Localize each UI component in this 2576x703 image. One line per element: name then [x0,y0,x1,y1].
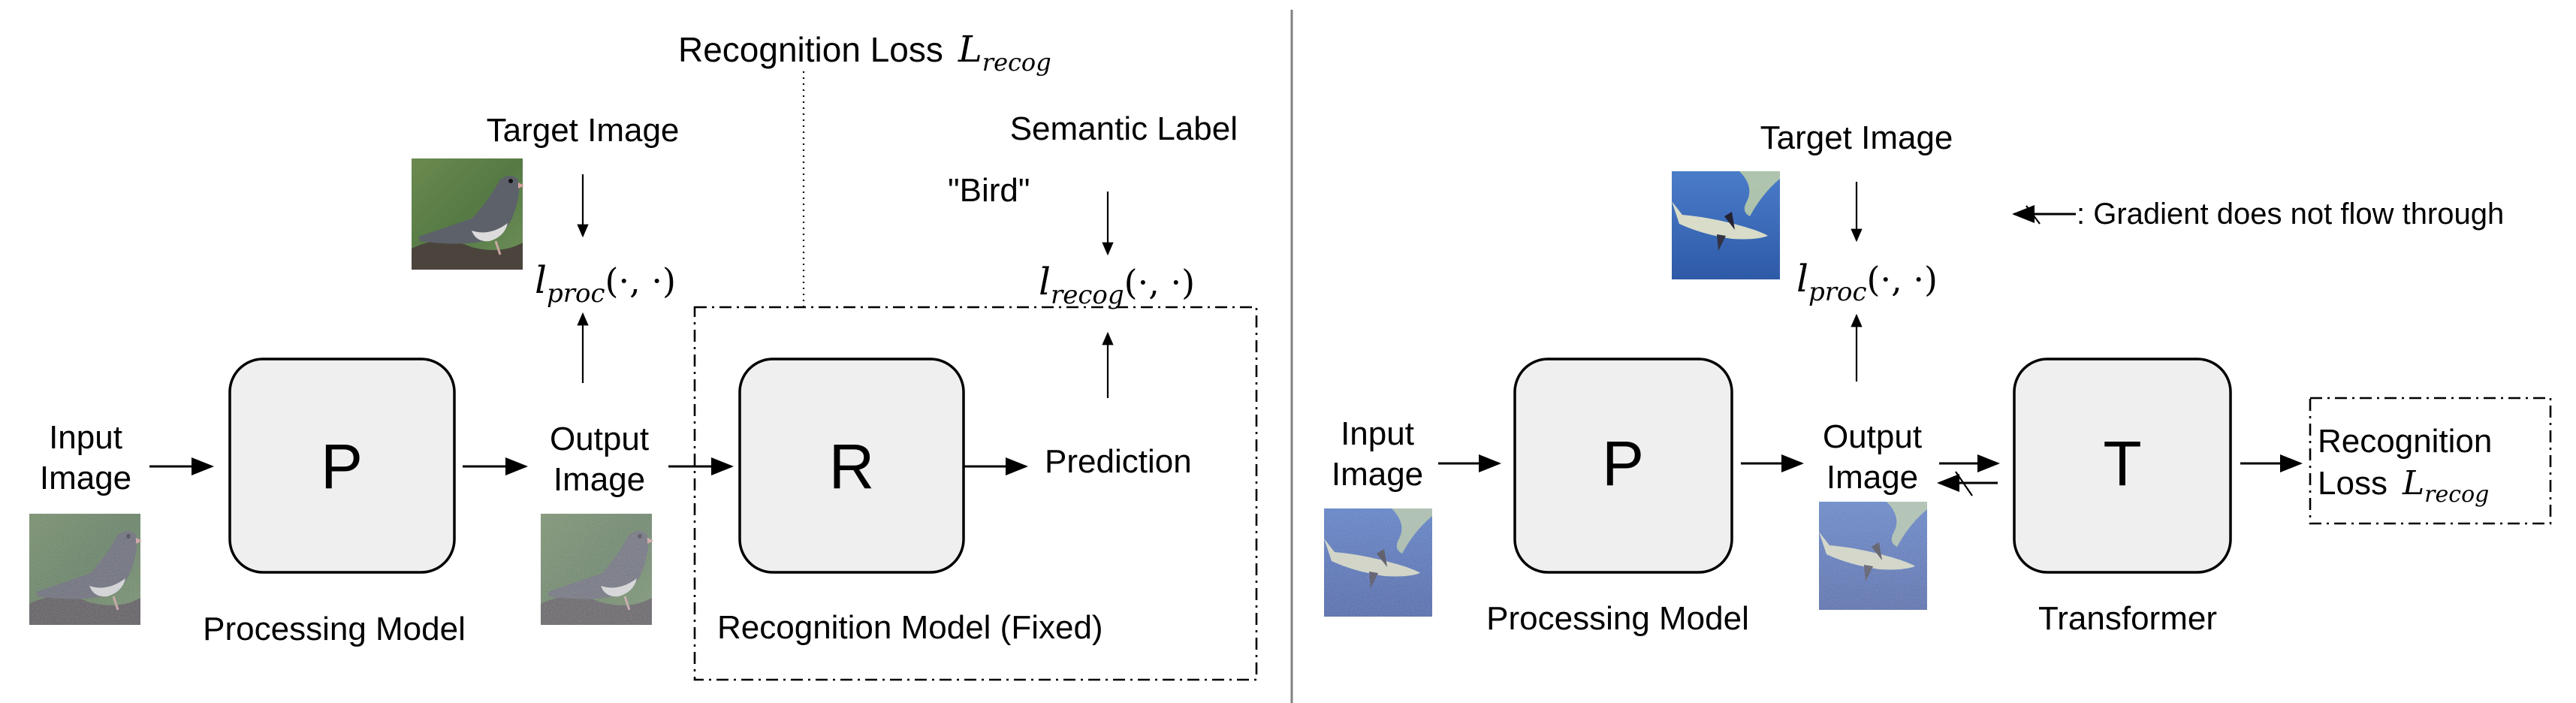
legend-text: : Gradient does not flow through [2077,198,2504,231]
left-output-label-2: Image [554,461,645,498]
right-input-label-1: Input [1341,415,1414,452]
right-input-label-2: Image [1332,456,1423,493]
recognition-box [738,358,965,574]
left-output-image [539,512,655,626]
right-loss-line1: Recognition [2318,423,2492,460]
semantic-label-value: "Bird" [948,172,1030,209]
left-input-label-1: Input [49,419,122,456]
transformer-letter: T [2103,428,2141,499]
right-output-image [1819,502,1927,610]
left-processing-caption: Processing Model [203,611,466,647]
legend-slash-icon [2026,205,2041,225]
recognition-letter: R [829,431,875,502]
left-processing-box [228,358,456,574]
left-lproc-formula: lproc(·, ·) [535,258,676,309]
right-processing-box [1513,358,1733,574]
gradient-legend: : Gradient does not flow through [2012,198,2504,231]
right-processing-caption: Processing Model [1486,600,1749,637]
left-input-label-2: Image [40,460,131,496]
right-target-image [1672,171,1780,279]
recognition-caption: Recognition Model (Fixed) [717,609,1103,646]
right-output-label-1: Output [1823,418,1922,455]
transformer-caption: Transformer [2038,600,2217,637]
right-lproc-formula: lproc(·, ·) [1796,257,1938,307]
left-processing-letter: P [321,431,363,502]
recognition-region-box [693,306,1258,681]
lrecog-formula: lrecog(·, ·) [1039,260,1195,310]
left-output-label-1: Output [550,421,649,457]
gradient-block-slash [1955,471,1973,496]
prediction-label: Prediction [1045,443,1192,480]
semantic-label-title: Semantic Label [1010,110,1238,147]
right-loss-box [2309,397,2552,525]
right-processing-letter: P [1602,428,1644,499]
left-target-image [410,157,526,271]
right-output-label-2: Image [1826,459,1918,496]
transformer-box [2013,358,2232,574]
left-target-label: Target Image [487,112,680,149]
right-target-label: Target Image [1760,119,1953,156]
left-input-image [28,512,143,626]
right-input-image [1324,508,1432,617]
